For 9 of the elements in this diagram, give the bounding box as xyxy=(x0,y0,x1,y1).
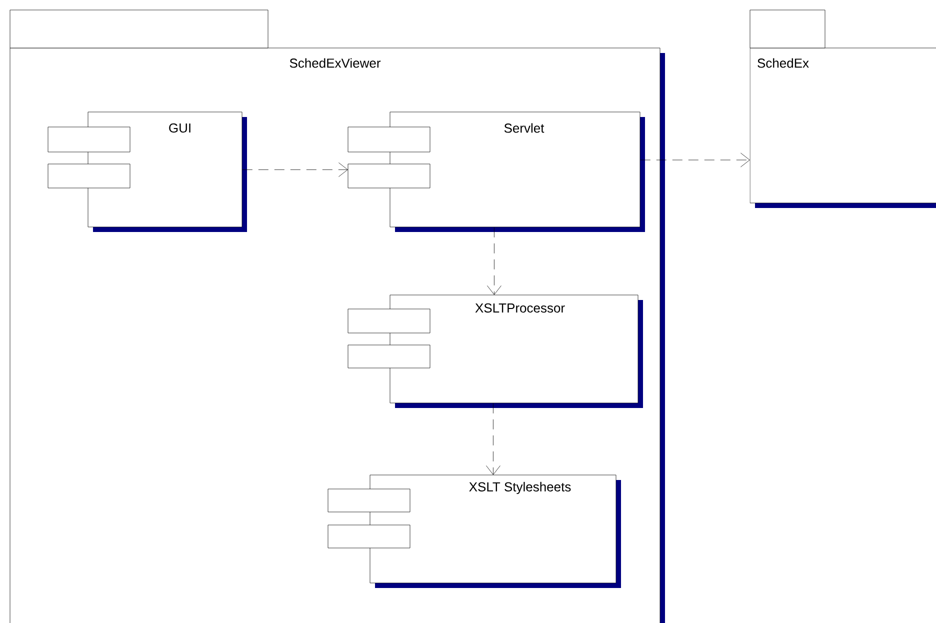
dependency-arrow xyxy=(486,403,500,475)
component-box: XSLT Stylesheets xyxy=(328,474,621,588)
component-box: XSLTProcessor xyxy=(348,294,643,408)
component-box: Servlet xyxy=(348,112,645,232)
package-box: SchedEx xyxy=(750,10,936,208)
dependency-arrow xyxy=(242,162,348,177)
component-box: GUI xyxy=(48,112,247,232)
dependency-arrow xyxy=(487,227,502,295)
dependency-arrow xyxy=(640,152,750,168)
